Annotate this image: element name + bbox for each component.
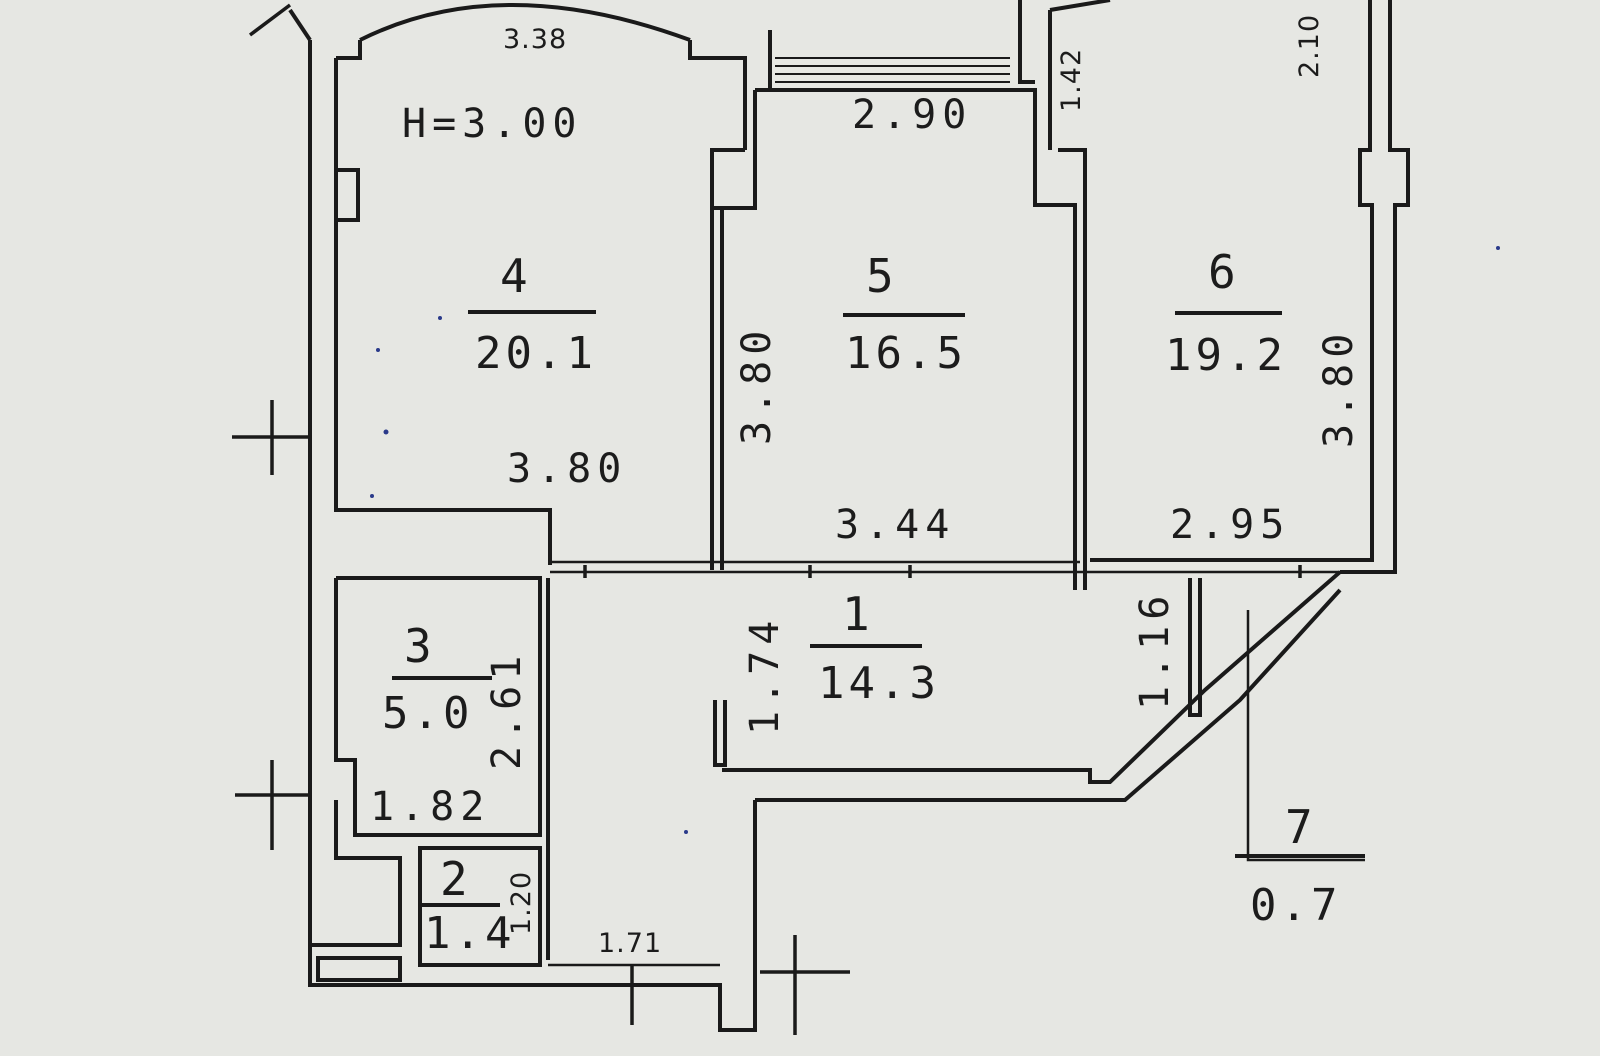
dim-room3-right: 2.61 [484, 650, 530, 770]
dim-room5-left: 3.80 [734, 325, 780, 445]
dim-corridor-bottom: 1.71 [598, 928, 662, 959]
dim-room6-right: 3.80 [1316, 328, 1362, 448]
dim-room4-top: 3.38 [503, 24, 567, 55]
room6-number: 6 [1208, 245, 1236, 299]
dim-room5-top: 2.90 [852, 92, 972, 138]
room2-number: 2 [440, 852, 468, 906]
room5-area: 16.5 [845, 328, 967, 379]
room7-area: 0.7 [1250, 880, 1341, 931]
dim-room6-bottom: 2.95 [1170, 502, 1290, 548]
dim-room3-bottom: 1.82 [370, 784, 490, 830]
dim-hall-right: 1.16 [1132, 590, 1178, 710]
room1-area: 14.3 [818, 658, 940, 709]
dim-room5-bottom: 3.44 [835, 502, 955, 548]
stray-dots [370, 246, 1500, 834]
dim-room2-right: 1.20 [506, 871, 537, 935]
room4-number: 4 [500, 249, 528, 303]
ceiling-height: H=3.00 [402, 101, 583, 147]
axis-markers [232, 3, 1302, 1035]
room3-area: 5.0 [382, 688, 473, 739]
room4-area: 20.1 [475, 328, 597, 379]
room-fraction-bars [392, 310, 1365, 907]
room5-number: 5 [866, 249, 894, 303]
room6-area: 19.2 [1165, 330, 1287, 381]
room3-number: 3 [404, 619, 432, 673]
dim-room6-top-right: 2.10 [1294, 14, 1325, 78]
dim-hall-left: 1.74 [742, 615, 788, 735]
room1-number: 1 [842, 587, 870, 641]
exterior-walls [288, 0, 1410, 1032]
dim-room4-bottom: 3.80 [507, 446, 627, 492]
dim-room6-top-left: 1.42 [1056, 48, 1087, 112]
room2-area: 1.4 [424, 908, 515, 959]
room7-number: 7 [1285, 800, 1313, 854]
